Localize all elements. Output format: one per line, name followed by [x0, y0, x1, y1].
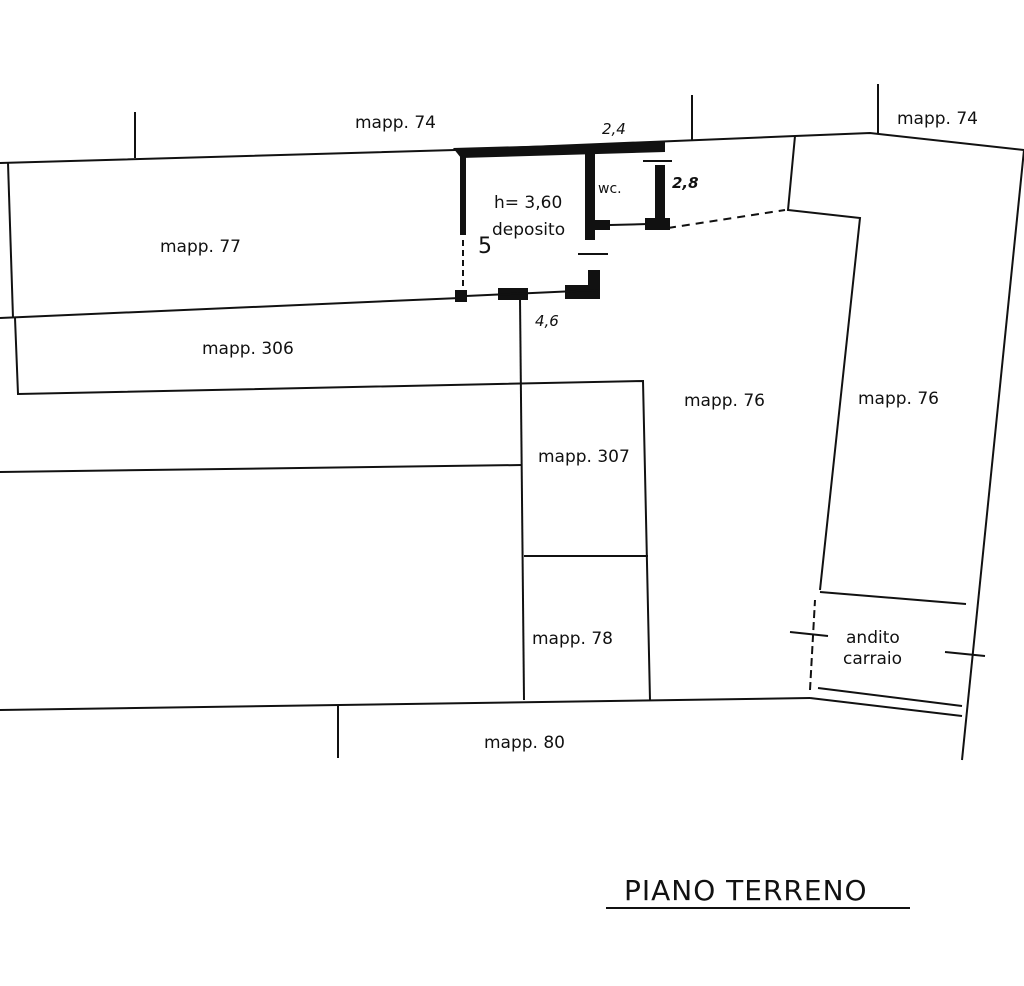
plan-title: PIANO TERRENO	[624, 874, 868, 907]
label-carraio: carraio	[843, 649, 902, 669]
label-mapp-76-center: mapp. 76	[684, 391, 765, 411]
dimension-wc-depth: 2,8	[672, 174, 699, 192]
building-walls	[453, 142, 672, 302]
label-mapp-74-right: mapp. 74	[897, 109, 978, 129]
label-wc: wc.	[598, 181, 622, 197]
label-deposito: deposito	[492, 220, 565, 240]
label-mapp-306: mapp. 306	[202, 339, 294, 359]
label-andito: andito	[846, 628, 900, 648]
label-mapp-76-right: mapp. 76	[858, 389, 939, 409]
dimension-top-width: 2,4	[602, 120, 626, 138]
label-room-number: 5	[478, 234, 492, 259]
label-mapp-307: mapp. 307	[538, 447, 630, 467]
label-mapp-74-top: mapp. 74	[355, 113, 436, 133]
dimension-bottom-width: 4,6	[535, 312, 559, 330]
label-mapp-80: mapp. 80	[484, 733, 565, 753]
label-deposito-height: h= 3,60	[494, 193, 562, 213]
parcel-lines	[0, 84, 1024, 761]
label-mapp-78: mapp. 78	[532, 629, 613, 649]
label-mapp-77: mapp. 77	[160, 237, 241, 257]
